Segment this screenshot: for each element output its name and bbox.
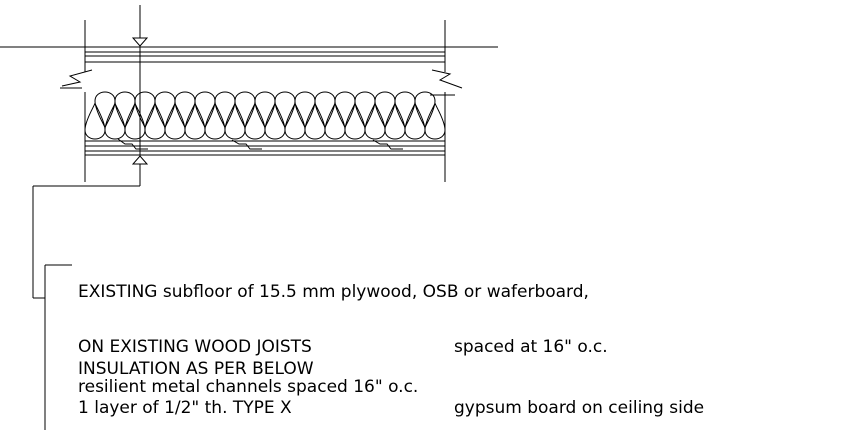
notes-text: EXISTING subfloor of 15.5 mm plywood, OS… xyxy=(78,282,704,418)
insulation-loops xyxy=(84,91,446,140)
note-subfloor: EXISTING subfloor of 15.5 mm plywood, OS… xyxy=(78,282,589,302)
section-leader xyxy=(32,5,149,299)
right-break-symbol xyxy=(431,69,463,89)
note-channels: resilient metal channels spaced 16" o.c. xyxy=(78,377,418,397)
ceiling-layer xyxy=(85,140,445,156)
note-gypsum-side: gypsum board on ceiling side xyxy=(454,398,704,418)
break-symbols xyxy=(60,69,463,96)
leader-top-triangle xyxy=(131,37,149,47)
notes-bracket xyxy=(44,264,72,430)
subfloor-layer xyxy=(0,46,498,63)
resilient-channel-2 xyxy=(231,139,262,150)
joist-edges xyxy=(84,20,446,182)
note-joists: ON EXISTING WOOD JOISTS xyxy=(78,337,312,357)
note-insulation: INSULATION AS PER BELOW xyxy=(78,359,314,379)
resilient-channel-3 xyxy=(372,139,403,150)
note-gypsum: 1 layer of 1/2" th. TYPE X xyxy=(78,398,292,418)
left-break-symbol xyxy=(61,69,93,87)
note-joists-spacing: spaced at 16" o.c. xyxy=(454,337,608,357)
leader-bottom-triangle xyxy=(131,155,149,165)
insulation-batt-pattern xyxy=(84,91,446,140)
